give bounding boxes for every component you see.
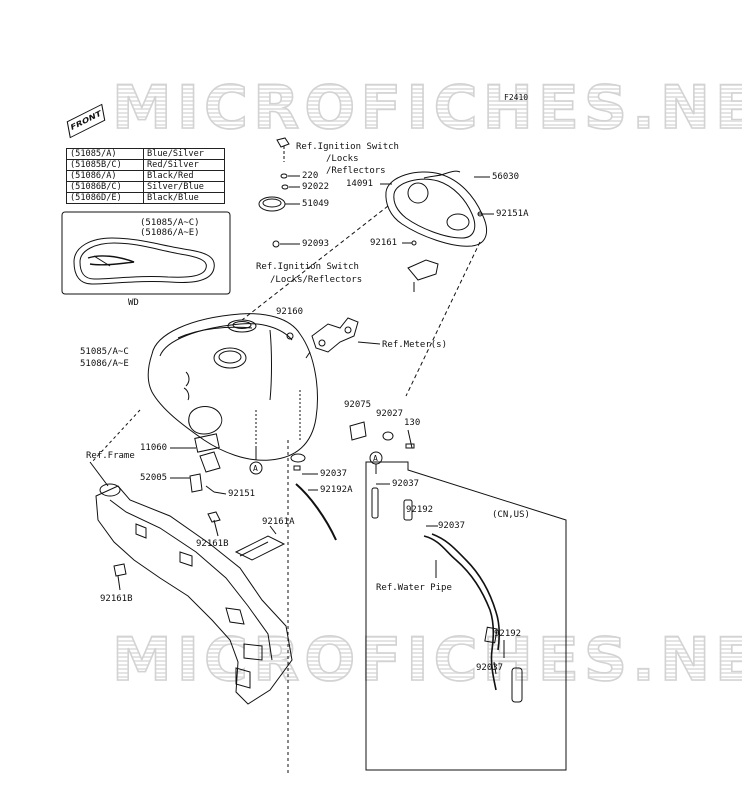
- tank-dash-cover: [385, 171, 488, 247]
- legend-color: Black/Blue: [143, 192, 225, 204]
- label-ref-meter: Ref.Meter(s): [382, 340, 448, 350]
- filler-neck: [227, 319, 257, 333]
- label-92160: 92160: [276, 307, 304, 317]
- cap-washer: [281, 184, 289, 190]
- inset-caption: WD: [128, 298, 139, 308]
- water-pipe: [423, 535, 497, 691]
- fuel-cap-part: [276, 137, 290, 148]
- label-ref-water-pipe: Ref.Water Pipe: [376, 583, 452, 593]
- dash-gauge-hole: [407, 182, 429, 204]
- legend-color: Blue/Silver: [143, 148, 225, 160]
- water-pipe-hose: [511, 667, 523, 703]
- label-92151: 92151: [228, 489, 256, 499]
- inset-tank-outline-inner: [79, 242, 207, 280]
- label-ref-ignition-1c: /Reflectors: [326, 166, 386, 176]
- inset-code-a: (51085/A~C): [140, 218, 200, 228]
- label-130: 130: [404, 418, 421, 428]
- label-ref-ignition-1: Ref.Ignition Switch: [296, 142, 399, 152]
- legend-code: (51085/A): [66, 148, 144, 160]
- color-legend-table: (51085/A)Blue/Silver(51085B/C)Red/Silver…: [66, 148, 225, 204]
- label-56030: 56030: [492, 172, 520, 182]
- legend-code: (51085B/C): [66, 159, 144, 171]
- water-pipe-box: [365, 461, 567, 771]
- legend-code: (51086/A): [66, 170, 144, 182]
- label-220: 220: [302, 171, 319, 181]
- label-92192-a: 92192: [406, 505, 434, 515]
- pump-plate: [194, 433, 220, 453]
- label-92151A: 92151A: [496, 209, 529, 219]
- label-ref-frame: Ref.Frame: [86, 451, 135, 461]
- watermark-bottom: MICROFICHES.NET: [111, 629, 742, 691]
- legend-row: (51086B/C)Silver/Blue: [66, 181, 225, 193]
- label-92192-b: 92192: [494, 629, 522, 639]
- cap-spring: [280, 173, 288, 179]
- drain-hose: [295, 483, 337, 541]
- label-92161B-b: 92161B: [100, 594, 133, 604]
- fuel-pump: [199, 451, 221, 473]
- frame-main: [95, 485, 293, 705]
- label-14091: 14091: [346, 179, 374, 189]
- inset-emblem: [87, 255, 135, 266]
- circle-a-marker-1: A: [253, 464, 258, 473]
- label-92075: 92075: [344, 400, 372, 410]
- fuel-tank-outline: [147, 313, 318, 461]
- label-92037-c: 92037: [438, 521, 466, 531]
- label-92037-b: 92037: [392, 479, 420, 489]
- legend-row: (51085/A)Blue/Silver: [66, 148, 225, 160]
- label-ref-ignition-1b: /Locks: [326, 154, 359, 164]
- label-92192A: 92192A: [320, 485, 353, 495]
- label-11060: 11060: [140, 443, 168, 453]
- legend-color: Black/Red: [143, 170, 225, 182]
- label-92161-top: 92161: [370, 238, 398, 248]
- meter-bracket: [311, 317, 359, 353]
- label-ref-ignition-2: Ref.Ignition Switch: [256, 262, 359, 272]
- legend-row: (51085B/C)Red/Silver: [66, 159, 225, 171]
- watermark-top: MICROFICHES.NET: [111, 77, 742, 139]
- legend-row: (51086/A)Black/Red: [66, 170, 225, 182]
- label-52005: 52005: [140, 473, 168, 483]
- legend-row: (51086D/E)Black/Blue: [66, 192, 225, 204]
- label-92093: 92093: [302, 239, 330, 249]
- dash-bracket: [407, 259, 439, 281]
- grommet: [272, 240, 280, 248]
- label-92037-d: 92037: [476, 663, 504, 673]
- legend-code: (51086D/E): [66, 192, 144, 204]
- label-ref-ignition-2b: /Locks/Reflectors: [270, 275, 363, 285]
- label-92037-a: 92037: [320, 469, 348, 479]
- dash-harness: [423, 170, 461, 179]
- dash-key-hole: [446, 213, 470, 231]
- legend-color: Red/Silver: [143, 159, 225, 171]
- legend-color: Silver/Blue: [143, 181, 225, 193]
- frame-rubber-pad: [234, 535, 286, 561]
- frame-grommet: [207, 511, 221, 523]
- label-cn-us: (CN,US): [492, 510, 530, 520]
- label-tank-b: 51086/A~E: [80, 359, 129, 369]
- label-92022: 92022: [302, 182, 330, 192]
- inset-code-b: (51086/A~E): [140, 228, 200, 238]
- label-92161A: 92161A: [262, 517, 295, 527]
- mount-damper: [349, 421, 367, 441]
- legend-code: (51086B/C): [66, 181, 144, 193]
- inset-tank-outline: [73, 237, 215, 285]
- gauge-opening: [213, 347, 247, 369]
- circle-a-marker-2: A: [373, 454, 378, 463]
- label-92161B-a: 92161B: [196, 539, 229, 549]
- label-tank-a: 51085/A~C: [80, 347, 129, 357]
- pump-gasket: [188, 406, 223, 435]
- inset-frame: [61, 211, 231, 295]
- label-51049: 51049: [302, 199, 330, 209]
- label-92027: 92027: [376, 409, 404, 419]
- figure-code: F2410: [504, 93, 529, 102]
